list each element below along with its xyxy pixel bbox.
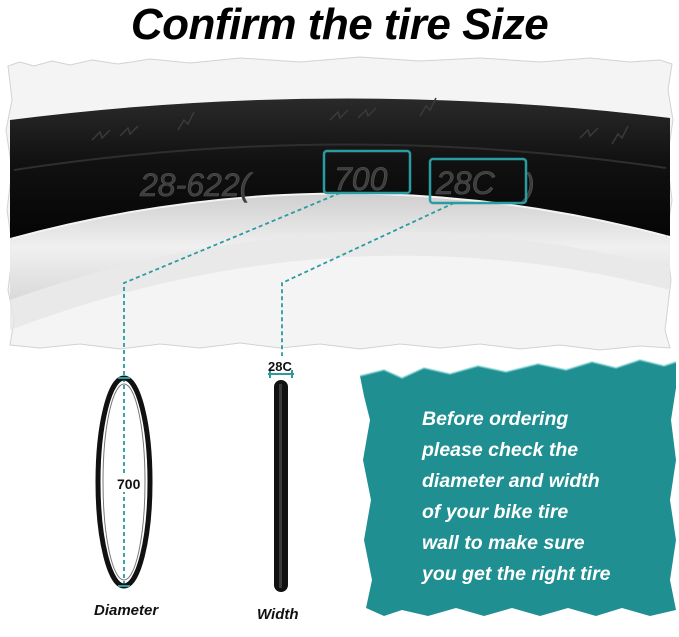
- sidewall-diameter-code: 700: [334, 161, 388, 197]
- diameter-wheel: [95, 375, 153, 589]
- width-value-label: 28C: [268, 359, 292, 374]
- rim-surface: [10, 194, 670, 300]
- note-line: of your bike tire: [422, 501, 569, 523]
- note-edge-highlight: [359, 358, 677, 380]
- note-line: wall to make sure: [422, 532, 585, 554]
- diameter-caption: Diameter: [94, 602, 159, 619]
- note-line: please check the: [422, 439, 579, 461]
- width-wheel: [268, 370, 294, 592]
- width-caption: Width: [257, 606, 299, 623]
- note-line: Before ordering: [422, 408, 569, 430]
- width-highlight-box: [428, 157, 528, 205]
- sidewall-marking-prefix: 28-622(: [139, 167, 254, 203]
- page-title: Confirm the tire Size: [130, 0, 549, 49]
- note-text: Before ordering please check the diamete…: [422, 404, 672, 590]
- rim-shadow: [10, 231, 670, 330]
- tread-marks: [91, 97, 629, 145]
- note-line: you get the right tire: [422, 563, 611, 585]
- note-background: [360, 360, 676, 616]
- diameter-value-label: 700: [116, 476, 142, 492]
- diameter-highlight-box: [322, 149, 412, 195]
- note-line: diameter and width: [422, 470, 600, 492]
- tire-seam: [13, 143, 667, 171]
- sidewall-marking-suffix: ): [520, 167, 535, 203]
- sidewall-width-code: 28C: [435, 165, 496, 201]
